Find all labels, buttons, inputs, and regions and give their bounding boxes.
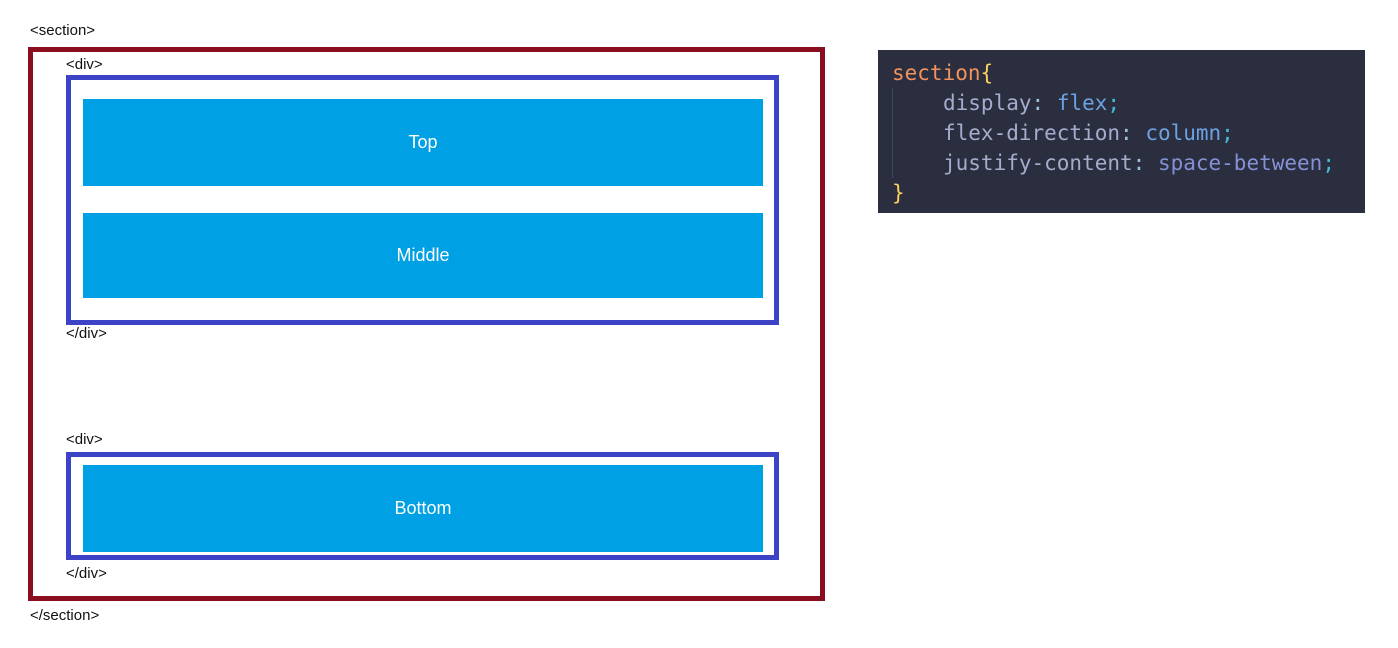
div1-open-tag-label: <div> bbox=[66, 56, 103, 73]
code-token-close-brace: } bbox=[892, 181, 905, 205]
code-token-colon: : bbox=[1031, 91, 1057, 115]
code-indent-guide bbox=[892, 88, 893, 178]
section-open-tag-label: <section> bbox=[30, 22, 96, 39]
div2-open-tag-label: <div> bbox=[66, 431, 103, 448]
flex-item-middle-label: Middle bbox=[396, 245, 450, 265]
code-token-value: space-between bbox=[1157, 151, 1323, 175]
div2-close-tag-label: </div> bbox=[66, 565, 107, 582]
flex-item-top: Top bbox=[83, 99, 763, 186]
code-token-semicolon: ; bbox=[1322, 151, 1335, 175]
code-token-semicolon: ; bbox=[1107, 91, 1121, 115]
css-code-snippet: section{ display: flex; flex-direction: … bbox=[878, 50, 1365, 213]
code-line-justify-content: justify-content: space-between; bbox=[892, 148, 1365, 178]
section-close-tag-label: </section> bbox=[30, 607, 100, 624]
flex-item-bottom-label: Bottom bbox=[394, 498, 452, 518]
code-token-colon: : bbox=[1120, 121, 1146, 145]
code-line-display: display: flex; bbox=[892, 88, 1365, 118]
div-box-2: Bottom bbox=[66, 452, 779, 560]
code-token-colon: : bbox=[1132, 151, 1158, 175]
flex-item-bottom: Bottom bbox=[83, 465, 763, 552]
code-token-value: flex bbox=[1056, 91, 1108, 115]
code-token-semicolon: ; bbox=[1221, 121, 1234, 145]
code-token-value: column bbox=[1145, 121, 1222, 145]
div1-close-tag-label: </div> bbox=[66, 325, 107, 342]
flex-item-top-label: Top bbox=[408, 132, 438, 152]
flex-item-middle: Middle bbox=[83, 213, 763, 298]
code-line-flex-direction: flex-direction: column; bbox=[892, 118, 1365, 148]
code-token-open-brace: { bbox=[980, 61, 994, 85]
code-token-property: justify-content bbox=[943, 151, 1133, 175]
code-token-property: display bbox=[943, 91, 1032, 115]
code-line-close-brace: } bbox=[892, 178, 1365, 208]
code-line-selector: section{ bbox=[892, 58, 1365, 88]
code-token-selector: section bbox=[892, 61, 981, 85]
div-box-1: Top Middle bbox=[66, 75, 779, 325]
code-token-property: flex-direction bbox=[943, 121, 1121, 145]
